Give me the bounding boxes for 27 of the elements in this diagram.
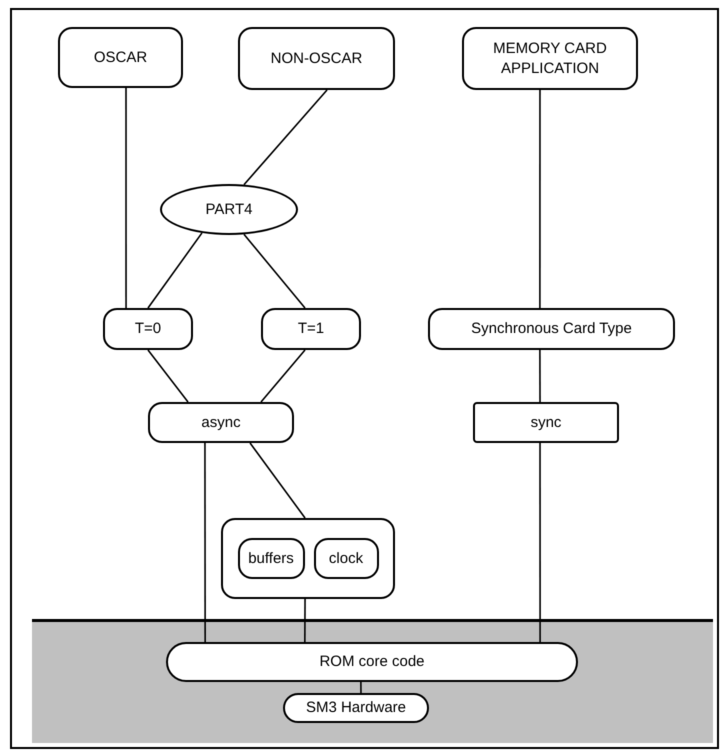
connector-line [539, 350, 541, 402]
connector-line [260, 349, 306, 403]
process-box: ROM core code [166, 642, 578, 682]
process-ellipse: PART4 [160, 184, 298, 235]
process-box: T=0 [103, 308, 193, 350]
process-box: Synchronous Card Type [428, 308, 675, 350]
connector-line [249, 442, 306, 518]
connector-line [204, 443, 206, 642]
group-box [221, 518, 395, 599]
process-box: clock [314, 538, 378, 579]
connector-line [360, 682, 362, 693]
connector-line [539, 443, 541, 642]
process-box: sync [473, 402, 619, 443]
connector-line [304, 599, 306, 642]
connector-line [243, 234, 306, 308]
connector-line [539, 90, 541, 308]
process-box: buffers [238, 538, 304, 579]
connector-line [243, 89, 328, 186]
process-box: async [148, 402, 294, 443]
connector-line [147, 350, 189, 402]
connector-line [125, 88, 127, 308]
connector-line [147, 232, 203, 308]
process-box: SM3 Hardware [283, 693, 429, 723]
process-box: MEMORY CARD APPLICATION [462, 27, 638, 90]
process-box: T=1 [261, 308, 361, 350]
process-box: OSCAR [58, 27, 183, 88]
process-box: NON-OSCAR [238, 27, 395, 90]
